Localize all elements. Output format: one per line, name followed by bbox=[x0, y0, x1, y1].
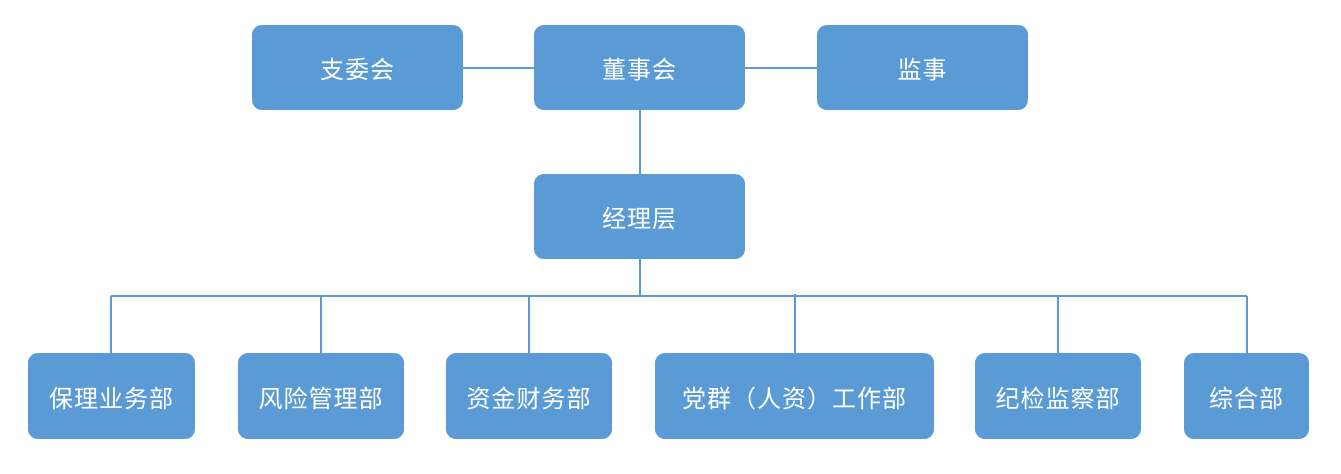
node-department-general: 综合部 bbox=[1184, 353, 1309, 439]
node-supervisor: 监事 bbox=[817, 25, 1028, 110]
node-board-of-directors: 董事会 bbox=[534, 25, 745, 110]
node-management: 经理层 bbox=[534, 174, 745, 259]
node-department-party-hr: 党群（人资）工作部 bbox=[655, 353, 934, 439]
node-department-risk: 风险管理部 bbox=[238, 353, 404, 439]
node-party-committee: 支委会 bbox=[252, 25, 463, 110]
node-department-discipline: 纪检监察部 bbox=[975, 353, 1141, 439]
node-department-finance: 资金财务部 bbox=[446, 353, 612, 439]
node-department-factoring: 保理业务部 bbox=[28, 353, 195, 439]
